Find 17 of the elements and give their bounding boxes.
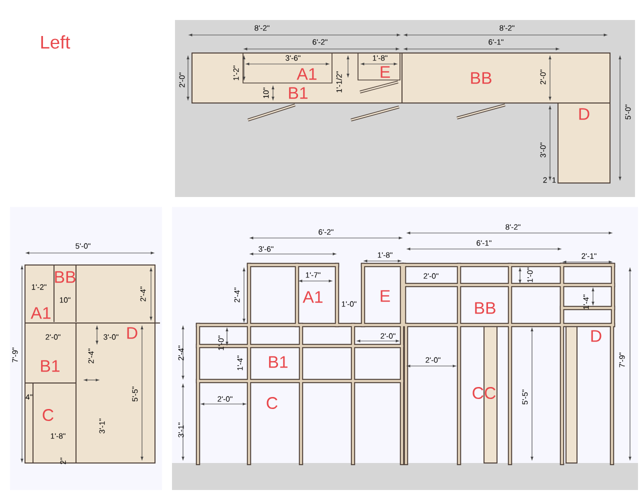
part-label: C bbox=[42, 409, 54, 421]
part-label: C bbox=[266, 397, 278, 409]
part-label: BB bbox=[55, 271, 76, 283]
part-label: BB bbox=[475, 302, 496, 314]
part-label: D bbox=[127, 327, 138, 339]
part-label: A1 bbox=[30, 307, 50, 319]
part-label: B1 bbox=[41, 360, 60, 372]
title: Left bbox=[41, 35, 70, 49]
part-label: BB bbox=[471, 72, 492, 84]
part-label: D bbox=[579, 108, 590, 120]
part-label: B1 bbox=[289, 87, 308, 99]
part-label: D bbox=[591, 330, 602, 342]
part-label: E bbox=[380, 290, 390, 302]
part-label: A1 bbox=[296, 68, 316, 80]
part-label: B1 bbox=[269, 356, 288, 368]
part-label: E bbox=[380, 66, 390, 78]
part-label: A1 bbox=[302, 291, 322, 303]
